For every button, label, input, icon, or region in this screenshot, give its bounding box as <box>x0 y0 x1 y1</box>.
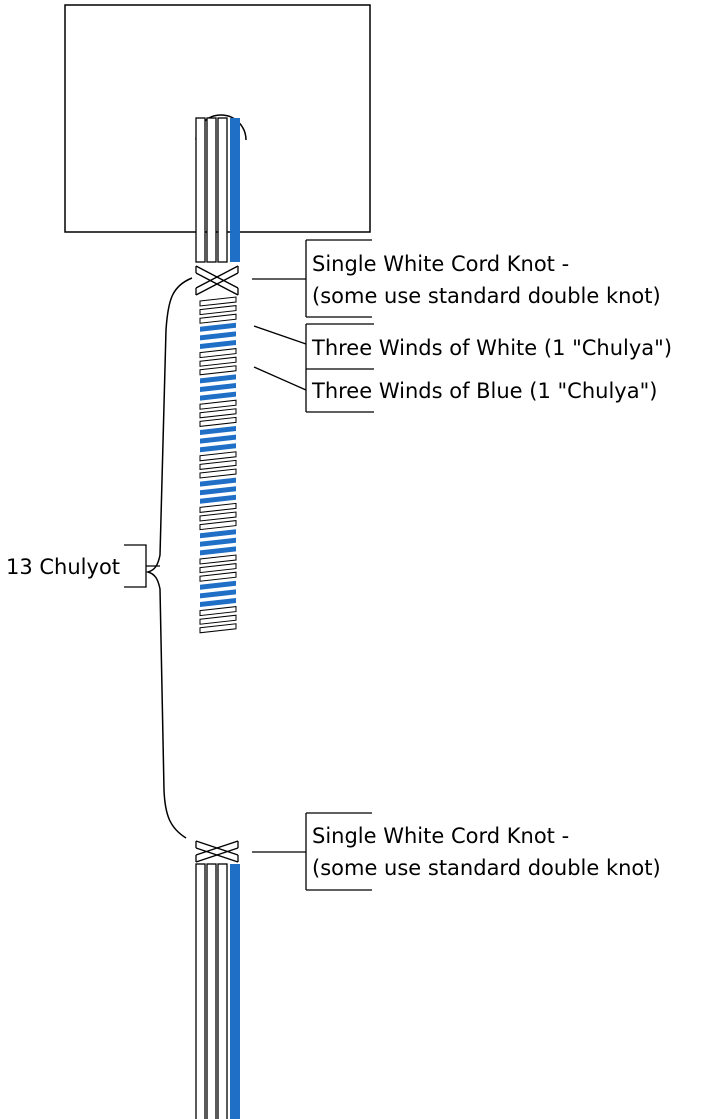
blue-wind <box>200 529 236 539</box>
white-wind <box>199 571 237 582</box>
chulyot-label-bracket <box>124 544 160 588</box>
white-wind <box>199 502 237 513</box>
blue-wind <box>200 580 236 590</box>
strand-white <box>206 117 217 263</box>
bottom-knot-callout: Single White Cord Knot - (some use stand… <box>252 812 661 891</box>
blue-wind <box>200 494 236 504</box>
strand-blue <box>230 118 240 262</box>
chulyot-brace <box>145 277 193 839</box>
blue-wind <box>200 598 236 607</box>
white-wind <box>199 305 237 316</box>
blue-wind <box>200 443 236 453</box>
bottom-knot <box>195 840 239 863</box>
white-wind <box>199 606 237 617</box>
white-winds-callout: Three Winds of White (1 "Chulya") <box>253 323 672 370</box>
white-wind <box>199 416 237 427</box>
blue-wind <box>200 486 236 496</box>
strand-blue <box>230 864 240 1119</box>
blue-wind <box>200 383 236 392</box>
white-wind <box>199 614 237 625</box>
white-wind <box>199 563 237 574</box>
white-wind <box>199 511 237 522</box>
white-wind <box>199 520 237 531</box>
blue-wind <box>200 434 236 444</box>
blue-wind <box>200 546 236 556</box>
blue-wind <box>200 426 236 435</box>
white-wind <box>199 348 237 359</box>
blue-winds-callout: Three Winds of Blue (1 "Chulya") <box>253 366 657 413</box>
blue-wind <box>200 537 236 547</box>
top-knot <box>195 265 239 296</box>
white-winds-label: Three Winds of White (1 "Chulya") <box>311 336 672 360</box>
white-wind <box>199 623 237 634</box>
white-wind <box>199 296 237 307</box>
blue-wind <box>200 589 236 599</box>
white-wind <box>199 408 237 419</box>
chulyot-count-label: 13 Chulyot <box>6 555 120 579</box>
strand-white <box>195 117 206 263</box>
white-wind <box>199 365 237 376</box>
white-wind <box>199 313 237 324</box>
bottom-knot-label-line2: (some use standard double knot) <box>312 856 661 880</box>
blue-wind <box>200 374 236 384</box>
blue-wind <box>200 477 236 487</box>
white-wind <box>199 554 237 565</box>
top-knot-label-line2: (some use standard double knot) <box>312 284 661 308</box>
blue-wind <box>200 331 236 341</box>
blue-wind <box>200 340 236 349</box>
strand-white <box>206 863 217 1119</box>
white-wind <box>199 356 237 367</box>
lower-cord-strands <box>195 863 240 1119</box>
white-wind <box>199 459 237 470</box>
white-wind <box>199 468 237 479</box>
upper-cord-strands <box>195 117 240 263</box>
strand-white <box>195 863 206 1119</box>
winds-group <box>199 296 237 634</box>
blue-winds-label: Three Winds of Blue (1 "Chulya") <box>311 379 657 403</box>
strand-white <box>217 863 228 1119</box>
top-knot-label-line1: Single White Cord Knot - <box>312 252 569 276</box>
strand-white <box>217 117 228 263</box>
white-wind <box>199 451 237 462</box>
top-knot-callout: Single White Cord Knot - (some use stand… <box>252 239 661 318</box>
bottom-knot-label-line1: Single White Cord Knot - <box>312 824 569 848</box>
blue-wind <box>200 391 236 401</box>
blue-wind <box>200 322 236 332</box>
white-wind <box>199 399 237 410</box>
